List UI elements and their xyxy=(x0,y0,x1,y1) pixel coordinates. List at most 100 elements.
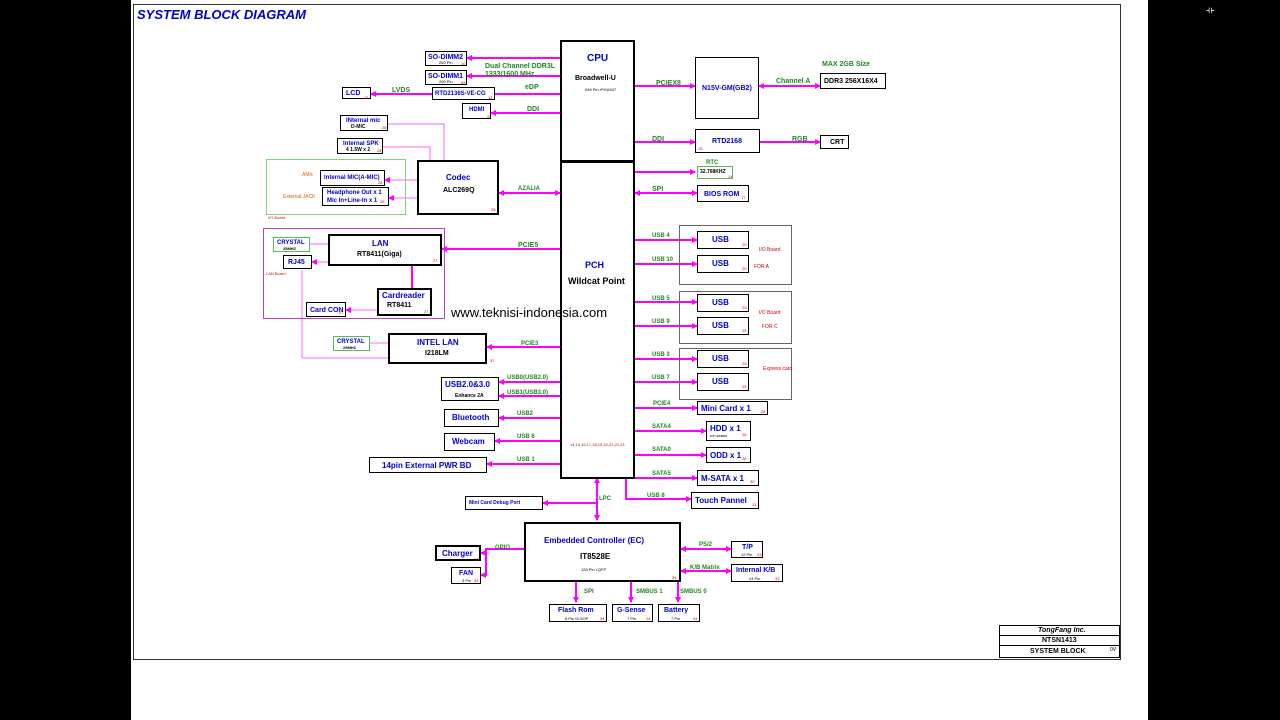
charger-block[interactable]: Charger xyxy=(435,545,481,561)
lan-block[interactable]: LAN RT8411(Giga) xyxy=(328,234,442,266)
webcam-block[interactable]: Webcam xyxy=(444,433,495,451)
battery-pins: 7 Pin xyxy=(671,616,681,621)
keyboard-pins: 24 Pin xyxy=(749,576,761,581)
bios-rom-label: BIOS ROM xyxy=(704,191,740,198)
usb9-port-block[interactable]: USB xyxy=(697,317,749,335)
rtd2168-block[interactable]: RTD2168 xyxy=(695,129,760,153)
usb5-port-block[interactable]: USB xyxy=(697,294,749,312)
usb7-port-label: USB xyxy=(712,377,729,386)
usb9-port-label: USB xyxy=(712,321,729,330)
fan-block[interactable]: FAN 3 Pin xyxy=(451,567,481,584)
debug-port-label: Mini Card Debug Port xyxy=(469,500,521,506)
ec-block[interactable]: Embedded Controller (EC) IT8528E 128 Pin… xyxy=(524,522,681,582)
ec-package: 128 Pin LQFP xyxy=(581,567,607,572)
headphone-jack-block[interactable]: Headphone Out x 1 Mic In+Line-In x 1 xyxy=(322,187,389,206)
smbus0-label: SMBUS 0 xyxy=(680,589,707,595)
usb10-port-block[interactable]: USB xyxy=(697,255,749,273)
keyboard-block[interactable]: Internal K/B 24 Pin xyxy=(731,564,783,582)
memory-speed-label: 1333/1600 MHz xyxy=(485,71,535,78)
hdmi-block[interactable]: HDMI xyxy=(462,103,491,119)
usb1-label: USB 1 xyxy=(517,457,535,463)
ref-ec: 34 xyxy=(672,575,677,580)
touchpad-label: T/P xyxy=(742,544,753,551)
webcam-label: Webcam xyxy=(452,437,485,446)
model-name: NTSN1413 xyxy=(1042,637,1077,644)
touchpad-block[interactable]: T/P 12 Pin xyxy=(731,541,763,558)
edp-label: eDP xyxy=(525,84,539,91)
debug-port-block[interactable]: Mini Card Debug Port xyxy=(465,496,543,510)
usb7-port-block[interactable]: USB xyxy=(697,373,749,391)
minicard-block[interactable]: Mini Card x 1 xyxy=(697,401,768,415)
headphone-out-label: Headphone Out x 1 xyxy=(327,190,382,196)
rj45-label: RJ45 xyxy=(288,259,305,266)
intel-lan-block[interactable]: INTEL LAN I218LM xyxy=(388,333,487,364)
usb7-label: USB 7 xyxy=(652,375,670,381)
memory-bus-label: Dual Channel DDR3L xyxy=(485,63,556,70)
lan-crystal-block[interactable]: CRYSTAL 25MHZ xyxy=(273,237,310,252)
internal-mic-block[interactable]: INternal mic D-MIC xyxy=(340,115,388,131)
hdd-block[interactable]: HDD x 1 2.5" SATAIII xyxy=(706,421,751,441)
ec-chip: IT8528E xyxy=(580,552,611,561)
touchpad-pins: 12 Pin xyxy=(741,552,753,557)
ref-usb5: 29 xyxy=(742,305,747,310)
gpio-link xyxy=(480,548,524,578)
for-c-tag: FOR C xyxy=(762,324,778,330)
rj45-block[interactable]: RJ45 xyxy=(283,255,312,269)
gpu-block[interactable]: N15V-GM(GB2) xyxy=(695,57,759,119)
bluetooth-block[interactable]: Bluetooth xyxy=(444,409,499,427)
expand-icon[interactable]: ⌝⌜ xyxy=(1206,9,1215,19)
usb10-port-label: USB xyxy=(712,259,729,268)
lcd-block[interactable]: LCD xyxy=(342,87,371,99)
io-board-c-tag: I/O Board xyxy=(759,310,781,316)
sata4-label: SATA4 xyxy=(652,424,671,430)
battery-block[interactable]: Battery 7 Pin xyxy=(658,604,700,622)
cardreader-block[interactable]: Cardreader RT8411 xyxy=(377,288,432,316)
spk-spec-label: 4 1.5W x 2 xyxy=(346,147,371,153)
flash-rom-block[interactable]: Flash Rom 8 Pin M-SOP xyxy=(549,604,607,622)
odd-block[interactable]: ODD x 1 xyxy=(706,447,751,463)
ref-touch: 13 xyxy=(752,502,757,507)
intel-crystal-block[interactable]: CRYSTAL 25MHZ xyxy=(333,336,370,351)
revision: 0V xyxy=(1110,647,1117,653)
rgb-label: RGB xyxy=(792,136,808,143)
ref-usb3: 29 xyxy=(742,361,747,366)
pch-block[interactable]: PCH Wildcat Point 14,15,16,17,18,19,20,2… xyxy=(560,161,635,479)
minicard-label: Mini Card x 1 xyxy=(701,404,751,413)
gpio-label: GPIO xyxy=(495,545,511,551)
ref-cardreader: 27 xyxy=(424,309,429,314)
usb23-label: USB2.0&3.0 xyxy=(445,380,490,389)
lcd-label: LCD xyxy=(346,90,361,97)
ext-pwr-block[interactable]: 14pin External PWR BD xyxy=(369,457,487,473)
express-card-tag: Express card xyxy=(763,366,793,372)
msata-block[interactable]: M-SATA x 1 xyxy=(697,470,759,486)
minimize-icon[interactable]: ⌟⌞ xyxy=(1206,2,1215,12)
usb4-port-block[interactable]: USB xyxy=(697,231,749,249)
g-sense-pins: 7 Pin xyxy=(627,616,637,621)
internal-amic-block[interactable]: Internal MIC(A-MIC) xyxy=(320,170,385,186)
g-sense-block[interactable]: G-Sense 7 Pin xyxy=(612,604,653,622)
ec-spi-label: SPI xyxy=(584,589,594,595)
card-con-block[interactable]: Card CON xyxy=(306,302,346,317)
lan-crystal-freq: 25MHZ xyxy=(283,246,297,251)
touch-panel-block[interactable]: Touch Pannel xyxy=(691,492,759,509)
usb3-port-block[interactable]: USB xyxy=(697,350,749,368)
so-dimm2-block[interactable]: SO-DIMM2 260 Pin xyxy=(425,51,467,66)
rtd2136s-block[interactable]: RTD2136S-VE-CG xyxy=(432,87,495,100)
for-a-tag: FOR A xyxy=(754,264,770,270)
so-dimm1-block[interactable]: SO-DIMM1 260 Pin xyxy=(425,70,467,85)
codec-block[interactable]: Codec ALC269Q xyxy=(417,160,499,215)
ddi-label-right: DDI xyxy=(652,136,665,143)
ref-codec: 28 xyxy=(491,207,496,212)
ext-pwr-label: 14pin External PWR BD xyxy=(382,461,472,470)
ref-usb10: 29 xyxy=(742,266,747,271)
crt-block[interactable]: CRT xyxy=(820,135,849,149)
vram-block[interactable]: DDR3 256X16X4 xyxy=(820,73,886,89)
cpu-block[interactable]: CPU Broadwell-U 946 Pin rPGA947 xyxy=(560,40,635,162)
rtc-crystal-block[interactable]: 32.768KHZ xyxy=(697,166,733,179)
internal-spk-block[interactable]: Internal SPK 4 1.5W x 2 xyxy=(337,138,383,154)
spi-bios-label: SPI xyxy=(652,186,664,193)
bios-rom-block[interactable]: BIOS ROM xyxy=(697,185,749,202)
usb23-block[interactable]: USB2.0&3.0 Enhance 2A xyxy=(441,377,499,401)
rtc-crystal-label: 32.768KHZ xyxy=(700,169,726,175)
lan-board-tag: LAN Board xyxy=(266,271,286,276)
